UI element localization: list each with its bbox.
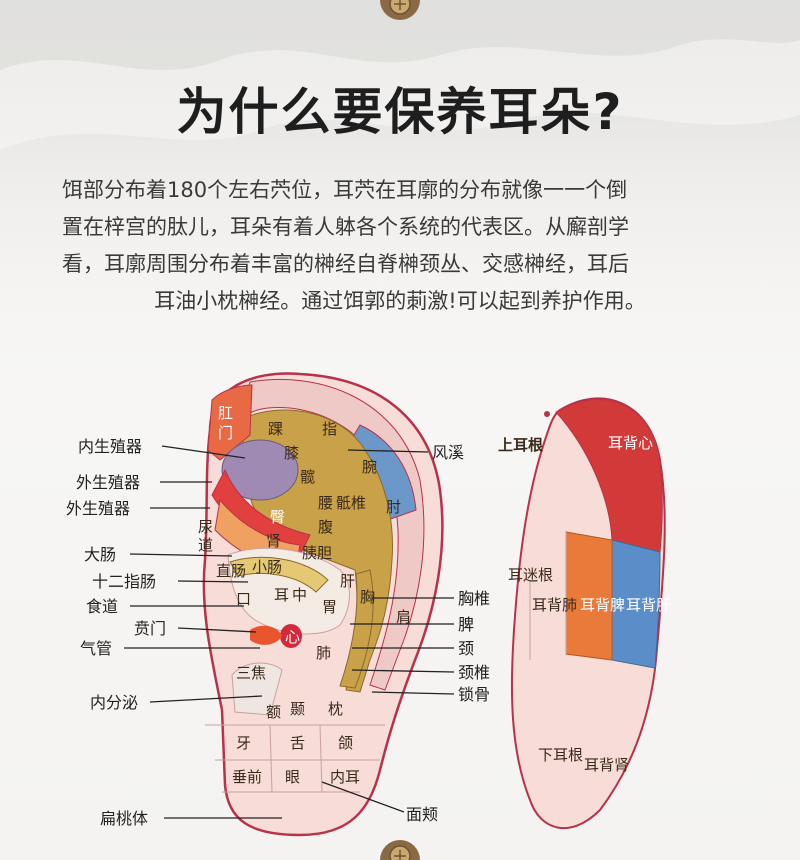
zone-yao: 腰 bbox=[318, 494, 333, 512]
zone-zhong: 中 bbox=[292, 586, 307, 604]
label-outer-genitals: 外生殖器 bbox=[76, 473, 140, 492]
zone-gang: 肛 bbox=[218, 404, 233, 422]
zone-neier: 内耳 bbox=[330, 768, 360, 786]
zone-dao: 道 bbox=[198, 536, 213, 554]
zone-fei: 肺 bbox=[316, 644, 331, 662]
left-callouts: 内生殖器 外生殖器 外生殖器 大肠 十二指肠 食道 贲门 气管 内分泌 扁桃体 bbox=[66, 437, 282, 828]
top-ornament-icon bbox=[380, 0, 420, 20]
zone-sanjiao: 三焦 bbox=[236, 664, 266, 682]
label-neck: 颈 bbox=[458, 639, 474, 658]
zone-kou: 口 bbox=[236, 590, 251, 608]
zone-chuiqian: 垂前 bbox=[232, 768, 262, 786]
zone-jian: 肩 bbox=[396, 608, 411, 626]
zone-zhichang: 直肠 bbox=[216, 562, 246, 580]
front-ear: 肛 门 踝 指 膝 髋 腕 臀 腰 骶椎 肘 腹 肾 尿 道 胰胆 直肠 小肠 … bbox=[66, 372, 490, 837]
zone-xiong: 胸 bbox=[360, 588, 375, 606]
zone-niao: 尿 bbox=[198, 518, 213, 536]
zone-zhen: 枕 bbox=[328, 700, 343, 718]
label-trachea: 气管 bbox=[80, 639, 112, 658]
description-line: 耳油小枕榊经。通过饵郭的莿激!可以起到养护作用。 bbox=[154, 289, 646, 313]
zone-yiyan: 胰胆 bbox=[302, 544, 332, 562]
label-inner-genitals: 内生殖器 bbox=[78, 437, 142, 456]
zone-xiaochang: 小肠 bbox=[252, 558, 282, 576]
purple-zone bbox=[221, 439, 299, 501]
zone-xin: 心 bbox=[285, 628, 300, 646]
back-zone-beipi: 耳背脾 bbox=[580, 596, 625, 614]
beixin-text: 耳背心 bbox=[608, 434, 653, 452]
zone-zhou: 肘 bbox=[386, 498, 401, 516]
back-zone-beixin: 耳背心 bbox=[608, 434, 653, 452]
back-ear: 上耳根 耳背心 耳迷根 耳背肺 耳背脾 耳背肝 下耳根 耳背肾 bbox=[498, 397, 671, 829]
label-large-intestine: 大肠 bbox=[84, 545, 116, 564]
zone-er: 耳 bbox=[274, 586, 289, 604]
description-paragraph: 饵部分布着180个左右茓位，耳茓在耳廓的分布就像一一个倒 置在梓宫的肽儿，耳朵有… bbox=[62, 172, 738, 320]
label-spleen: 脾 bbox=[458, 615, 474, 634]
back-label-root-top: 上耳根 bbox=[498, 436, 543, 454]
beigan-zone bbox=[611, 539, 661, 669]
label-outer-genitals-2: 外生殖器 bbox=[66, 499, 130, 518]
label-esophagus: 食道 bbox=[86, 597, 118, 616]
page-title: 为什么要保养耳朵? bbox=[176, 83, 624, 141]
label-cervical: 颈椎 bbox=[458, 663, 490, 682]
zone-fu: 腹 bbox=[318, 518, 333, 536]
beixin-zone bbox=[555, 399, 663, 553]
bottom-ornament-icon bbox=[380, 840, 420, 860]
label-duodenum: 十二指肠 bbox=[92, 572, 156, 591]
back-zone-mizhen: 耳迷根 bbox=[508, 566, 553, 584]
label-cardia: 贲门 bbox=[134, 619, 166, 638]
xiaochang-zone bbox=[229, 556, 329, 593]
zone-e: 额 bbox=[266, 703, 281, 721]
zone-he: 颌 bbox=[338, 734, 353, 752]
zone-nie: 颞 bbox=[290, 700, 305, 718]
zone-tun: 臀 bbox=[270, 508, 285, 526]
back-zone-beifei: 耳背肺 bbox=[532, 596, 577, 614]
label-cheek: 面颊 bbox=[406, 805, 438, 824]
zone-shen: 肾 bbox=[266, 532, 281, 550]
zone-huai: 踝 bbox=[268, 420, 283, 438]
zone-wei: 胃 bbox=[322, 598, 337, 616]
zone-zhi: 指 bbox=[322, 420, 337, 438]
back-zone-xiagen: 下耳根 bbox=[538, 746, 583, 764]
label-thoracic: 胸椎 bbox=[458, 589, 490, 608]
kou-zone bbox=[250, 625, 282, 645]
zone-yan: 眼 bbox=[285, 768, 300, 786]
zone-dizhui: 骶椎 bbox=[336, 494, 366, 512]
xin-zone bbox=[280, 624, 302, 648]
zone-kuan: 髋 bbox=[300, 468, 315, 486]
zone-wan: 腕 bbox=[362, 458, 377, 476]
right-callouts: 风溪 胸椎 脾 颈 颈椎 锁骨 面颊 bbox=[321, 443, 490, 824]
zone-she: 舌 bbox=[290, 734, 305, 752]
description-line: 看，耳廓周围分布着丰富的榊经自脊榊颈丛、交感榊经，耳后 bbox=[62, 252, 629, 276]
label-tonsil: 扁桃体 bbox=[100, 809, 148, 828]
zone-xi: 膝 bbox=[284, 444, 299, 462]
back-zone-beigan: 耳背肝 bbox=[626, 596, 671, 614]
description-line: 置在梓宫的肽儿，耳朵有着人躰各个系统的代表区。从廨剖学 bbox=[62, 215, 629, 239]
xiong-zone bbox=[339, 569, 374, 689]
back-zone-beishen: 耳背肾 bbox=[584, 756, 629, 774]
description-line: 饵部分布着180个左右茓位，耳茓在耳廓的分布就像一一个倒 bbox=[62, 178, 628, 202]
ear-acupoint-diagram: 肛 门 踝 指 膝 髋 腕 臀 腰 骶椎 肘 腹 肾 尿 道 胰胆 直肠 小肠 … bbox=[66, 372, 671, 837]
zone-ganji: 肝 bbox=[340, 572, 355, 590]
label-fengxi: 风溪 bbox=[432, 443, 464, 462]
zone-men: 门 bbox=[218, 424, 233, 442]
label-clavicle: 锁骨 bbox=[458, 685, 490, 704]
zone-ya: 牙 bbox=[236, 734, 251, 752]
label-endocrine: 内分泌 bbox=[90, 693, 138, 712]
